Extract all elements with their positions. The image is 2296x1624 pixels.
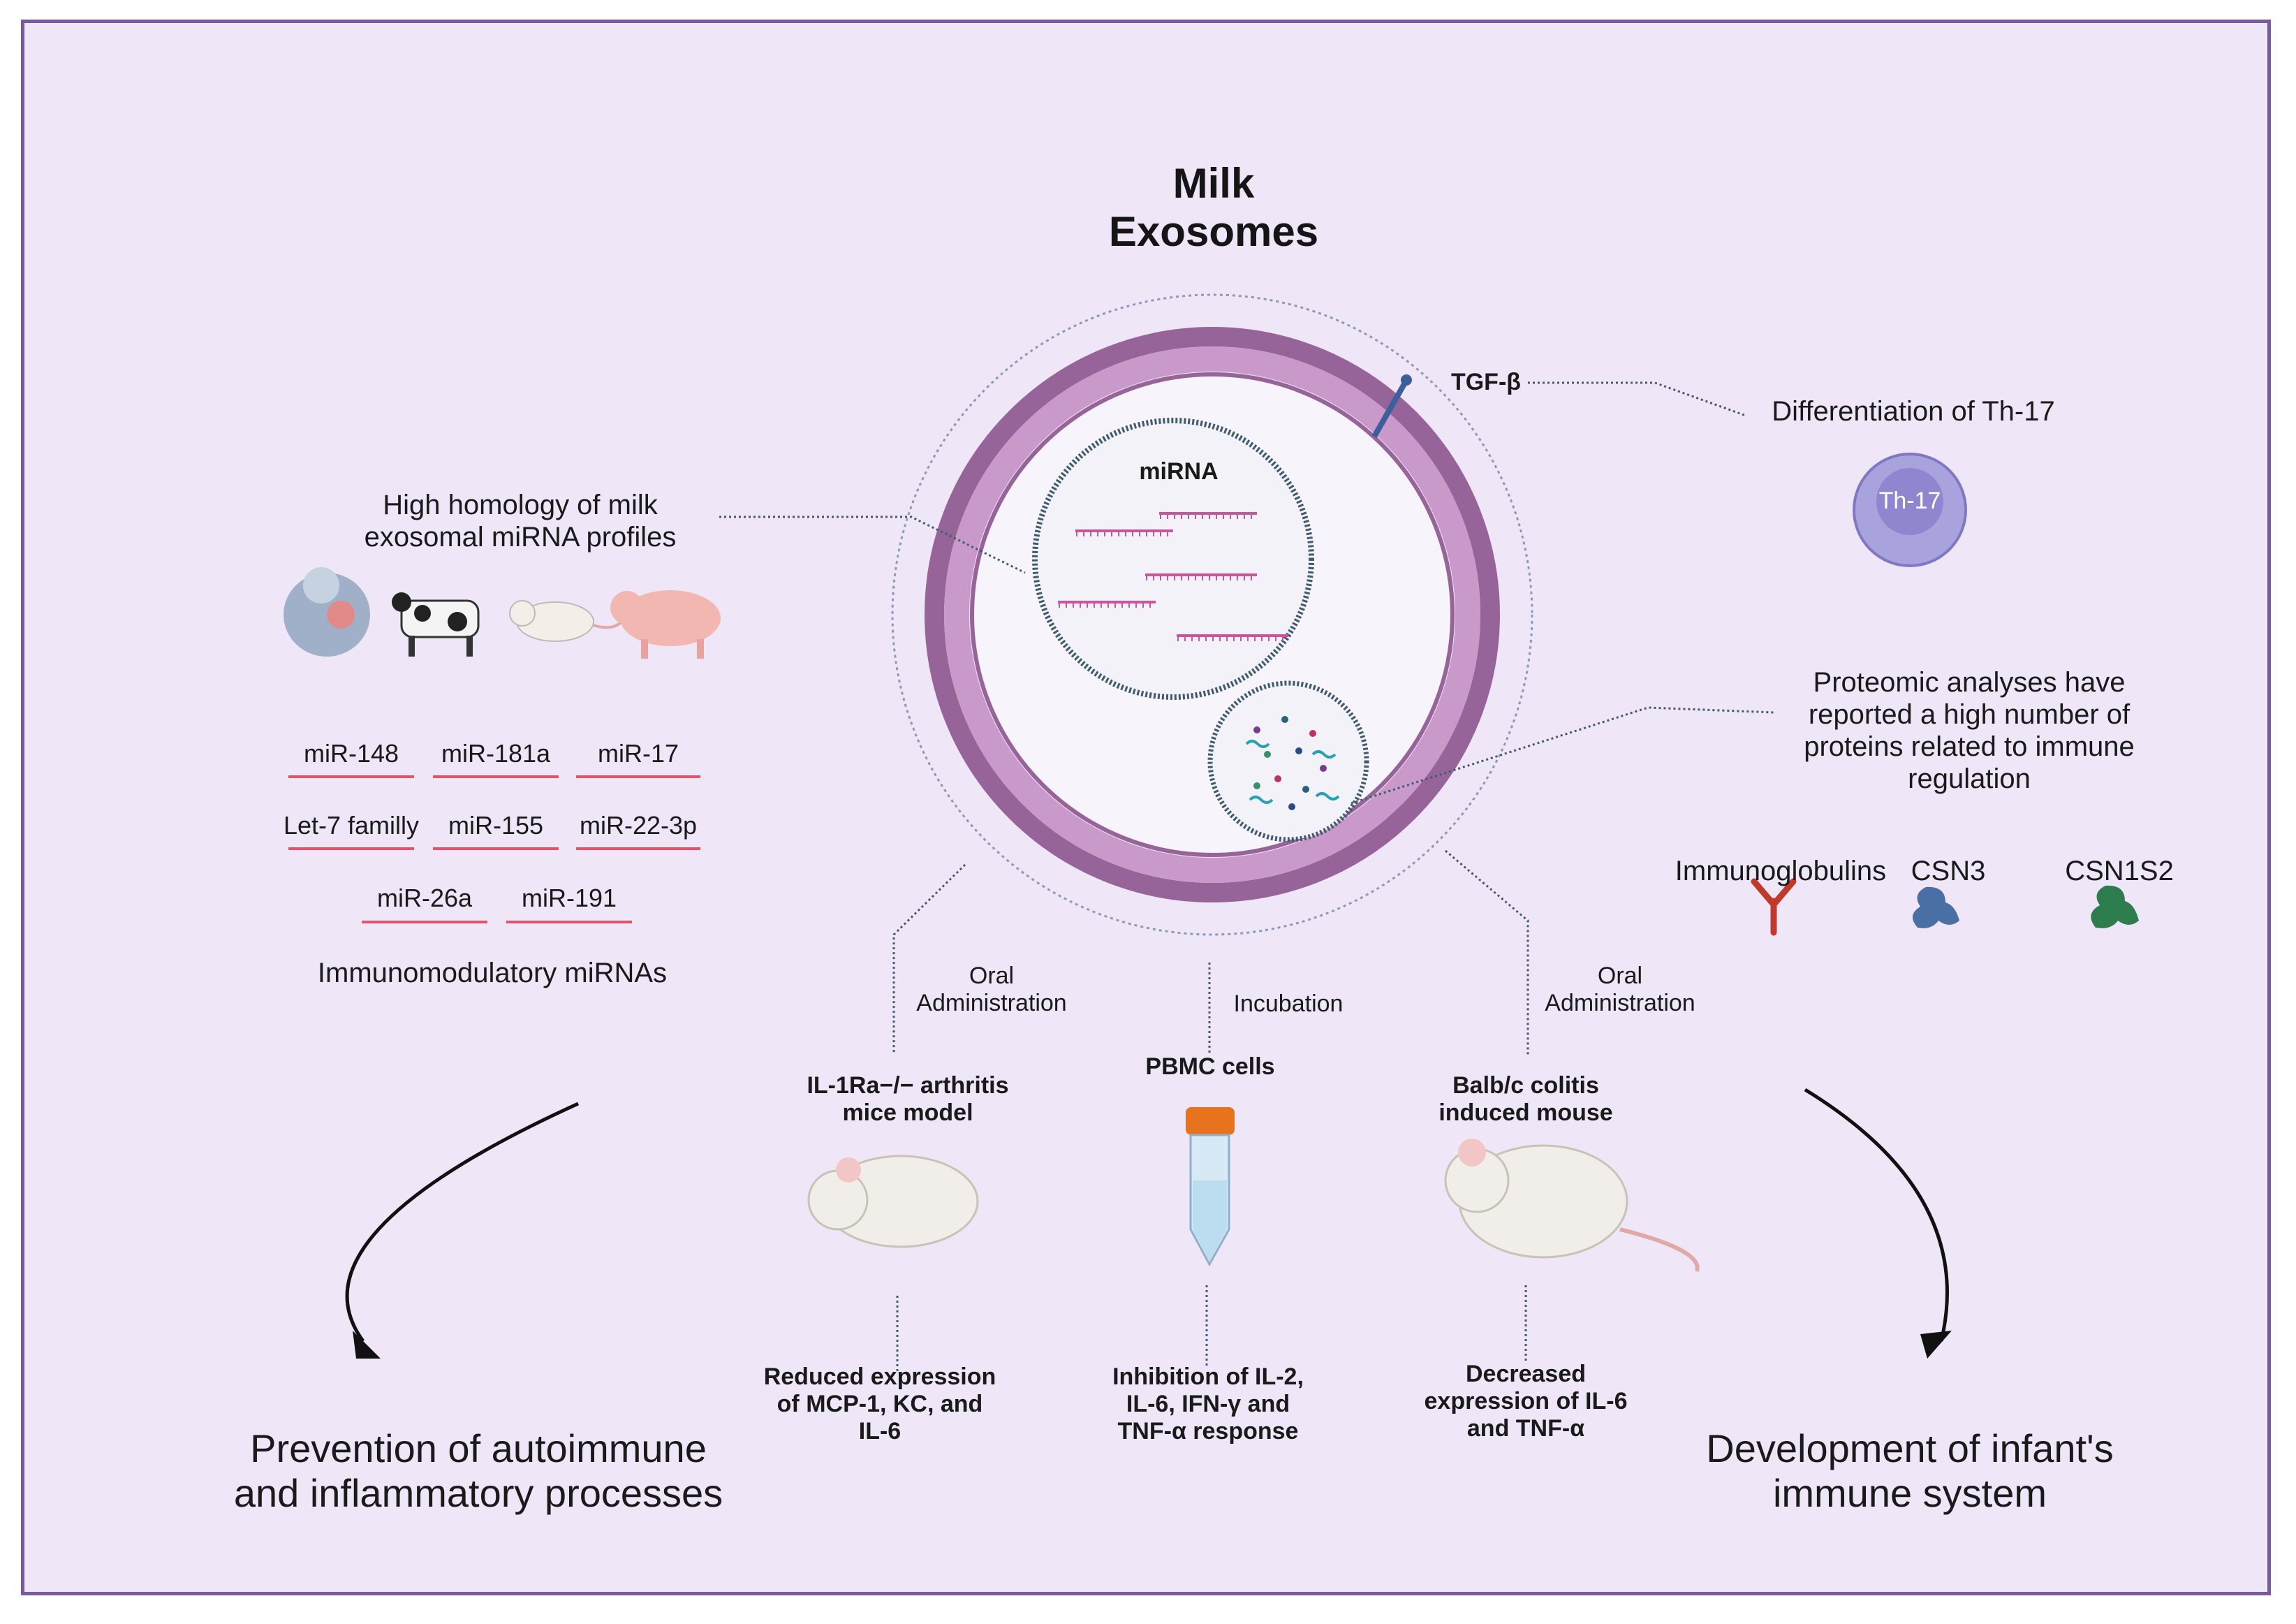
outcome-left-line-2: and inflammatory processes [233, 1471, 723, 1516]
homology-line-2: exosomal miRNA profiles [364, 522, 677, 553]
route-right-line-2: Administration [1545, 990, 1695, 1017]
route-left: Oral Administration [901, 963, 1082, 1017]
exosome-membrane-outer [925, 327, 1500, 902]
mirna-strand-ticks [1059, 513, 1283, 641]
mirna-strands [1058, 512, 1288, 637]
proteomics-line-1: Proteomic analyses have [1813, 667, 2126, 698]
mirna-vesicle [1032, 418, 1314, 700]
outcome-left: Prevention of autoimmune and inflammator… [189, 1426, 768, 1516]
route-left-line-1: Oral [969, 963, 1015, 989]
proteomics-line-3: proteins related to immune [1804, 731, 2135, 762]
title-line-2: Exosomes [1108, 208, 1319, 255]
model-middle-result-line-1: Inhibition of IL-2, [1112, 1363, 1304, 1390]
mirna-item: miR-26a [376, 884, 473, 912]
mirna-underlines [288, 775, 700, 923]
model-left-result: Reduced expression of MCP-1, KC, and IL-… [758, 1363, 1002, 1445]
model-left-name-line-2: mice model [842, 1099, 973, 1127]
csn3-icon [1912, 886, 1959, 928]
mirna-item: miR-155 [448, 811, 544, 840]
th17-caption: Differentiation of Th-17 [1772, 396, 2055, 427]
model-left-result-line-1: Reduced expression [763, 1363, 996, 1390]
pig-icon [610, 590, 721, 659]
th17-cell-icon [1853, 453, 1967, 567]
proteomics-line-2: reported a high number of [1808, 699, 2131, 730]
mouse-icon [1444, 1139, 1700, 1272]
right-arrowhead [1920, 1331, 1952, 1359]
mirna-item: miR-191 [521, 884, 617, 912]
protein-vesicle [1207, 680, 1369, 842]
model-left-name: IL-1Ra−/− arthritis mice model [793, 1072, 1023, 1127]
tgf-beta-label: TGF-β [1450, 369, 1522, 395]
mirna-label: miRNA [1139, 458, 1219, 485]
model-left-result-line-3: IL-6 [858, 1418, 902, 1445]
cow-icon [392, 592, 480, 657]
model-middle-result-line-3: TNF-α response [1117, 1418, 1299, 1445]
mirna-item: miR-181a [441, 739, 551, 768]
route-right: Oral Administration [1529, 963, 1711, 1017]
outcome-arrows [345, 1088, 1949, 1343]
mirna-item: Let-7 familly [283, 811, 420, 840]
protein-particles [1245, 716, 1340, 810]
model-left-name-line-1: IL-1Ra−/− arthritis [807, 1072, 1009, 1099]
model-right-name-line-2: induced mouse [1438, 1099, 1613, 1127]
proteomics-line-4: regulation [1908, 763, 2031, 794]
model-middle-result-line-2: IL-6, IFN-γ and [1126, 1391, 1290, 1418]
protein-csn3: CSN3 [1911, 856, 1986, 886]
tgf-beta-icon [1371, 374, 1412, 438]
immunoglobulin-icon [1751, 878, 1797, 936]
title-line-1: Milk [1172, 160, 1255, 207]
model-right-name-line-1: Balb/c colitis [1452, 1072, 1599, 1099]
model-middle-result: Inhibition of IL-2, IL-6, IFN-γ and TNF-… [1089, 1363, 1327, 1445]
mirna-item: miR-22-3p [579, 811, 698, 840]
outcome-right-line-1: Development of infant's [1706, 1426, 2114, 1470]
outcome-right: Development of infant's immune system [1655, 1426, 2165, 1516]
test-tube-icon [1186, 1107, 1235, 1267]
mouse-icon [807, 1155, 979, 1248]
csn1s2-icon [2091, 885, 2139, 928]
protein-immunoglobulins: Immunoglobulins [1675, 856, 1887, 886]
diagram-title: Milk Exosomes [1102, 159, 1325, 256]
route-left-line-2: Administration [916, 990, 1067, 1017]
mirna-item: miR-17 [597, 739, 679, 768]
model-right-result: Decreased expression of IL-6 and TNF-α [1411, 1361, 1641, 1442]
model-right-result-line-2: expression of IL-6 [1424, 1388, 1628, 1415]
protein-csn1s2: CSN1S2 [2065, 856, 2174, 886]
mirnas-caption: Immunomodulatory miRNAs [317, 958, 668, 988]
model-right-name: Balb/c colitis induced mouse [1425, 1072, 1627, 1127]
mirna-item: miR-148 [303, 739, 399, 768]
left-arrowhead [353, 1331, 381, 1359]
outcome-left-line-1: Prevention of autoimmune [250, 1426, 707, 1470]
rat-icon [509, 600, 626, 642]
outcome-right-line-2: immune system [1772, 1471, 2047, 1516]
model-right-result-line-3: and TNF-α [1466, 1415, 1585, 1442]
exosome-membrane-inner [944, 346, 1480, 883]
proteomics-caption: Proteomic analyses have reported a high … [1767, 666, 2172, 795]
model-left-result-line-2: of MCP-1, KC, and [777, 1391, 983, 1418]
exosome-halo [891, 293, 1533, 936]
homology-caption: High homology of milk exosomal miRNA pro… [321, 489, 719, 553]
th17-cell-label: Th-17 [1878, 488, 1941, 514]
model-right-result-line-1: Decreased [1465, 1361, 1586, 1387]
route-middle: Incubation [1233, 990, 1344, 1017]
connector-lines [719, 381, 1774, 1373]
model-middle-name: PBMC cells [1145, 1053, 1275, 1080]
homology-line-1: High homology of milk [383, 490, 658, 520]
route-right-line-1: Oral [1597, 963, 1643, 989]
human-mother-icon [284, 567, 370, 657]
